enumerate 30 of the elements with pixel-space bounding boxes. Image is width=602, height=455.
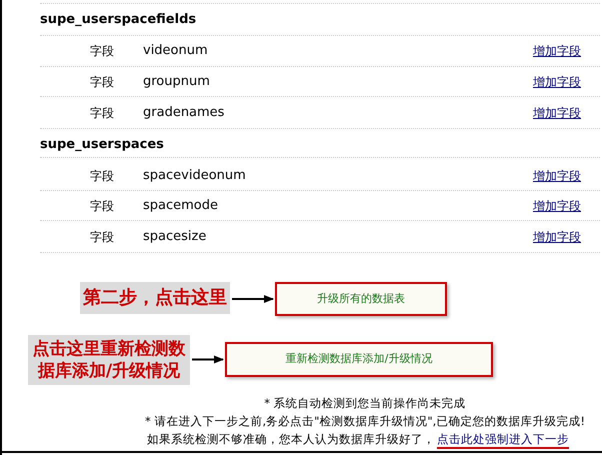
field-type: 字段 (90, 105, 114, 122)
field-type: 字段 (90, 229, 114, 246)
arrow (232, 295, 274, 303)
table-heading: supe_userspacefields (40, 12, 196, 27)
add-field-link: 增加字段 (533, 74, 581, 91)
add-field-link: 增加字段 (533, 168, 581, 185)
add-field-link: 增加字段 (533, 105, 581, 122)
arrow (192, 356, 224, 364)
note-text: * 请在进入下一步之前,务必点击"检测数据库升级情况",已确定您的数据库升级完成! (145, 414, 585, 429)
field-type: 字段 (90, 168, 114, 185)
field-name: videonum (143, 43, 208, 58)
force-next-link: 点击此处强制进入下一步 (437, 432, 569, 449)
field-type: 字段 (90, 198, 114, 215)
field-name: groupnum (143, 74, 210, 89)
annotation-callout: 点击这里重新检测数据库添加/升级情况 (28, 335, 190, 385)
add-field-link: 增加字段 (533, 43, 581, 60)
add-field-link: 增加字段 (533, 198, 581, 215)
recheck-button: 重新检测数据库添加/升级情况 (225, 342, 493, 377)
note-text: * 系统自动检测到您当前操作尚未完成 (264, 396, 466, 411)
field-type: 字段 (90, 74, 114, 91)
annotation-callout: 第二步，点击这里 (80, 282, 230, 314)
field-name: spacemode (143, 198, 218, 213)
note-text: 如果系统检测不够准确，您本人认为数据库升级好了， (147, 432, 435, 447)
field-name: spacevideonum (143, 168, 246, 183)
table-heading: supe_userspaces (40, 137, 164, 152)
field-type: 字段 (90, 43, 114, 60)
field-name: spacesize (143, 229, 206, 244)
upgrade-button: 升级所有的数据表 (275, 282, 447, 316)
field-name: gradenames (143, 105, 224, 120)
add-field-link: 增加字段 (533, 229, 581, 246)
